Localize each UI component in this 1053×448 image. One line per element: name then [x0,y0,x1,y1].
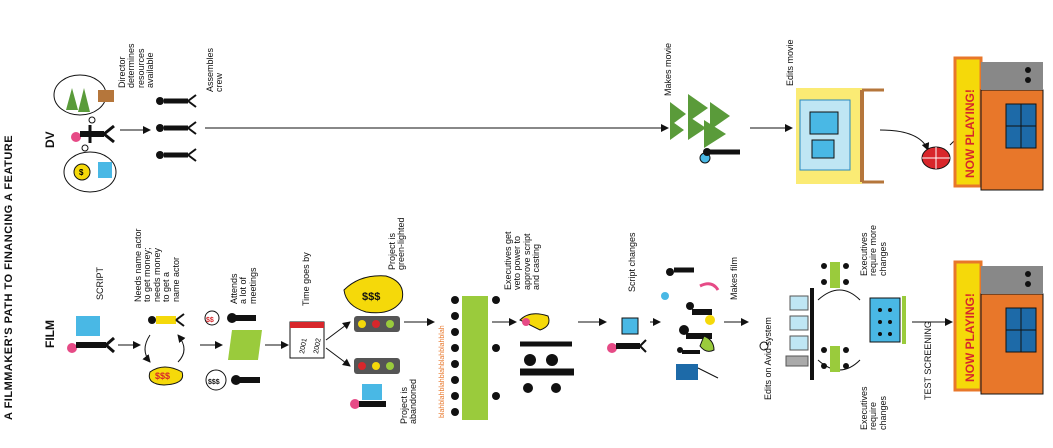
film-meetings-figures: $$ $$$ [204,310,262,391]
film-crew-scene [661,267,720,380]
step-abandoned: Project is abandoned [399,378,419,424]
dv-theater-sign: NOW PLAYING! [953,56,1044,191]
year-2001-label: 2001 [299,338,309,355]
step-edits-avid: Edits on Avid system [763,317,773,400]
film-money-bag-green: $$$ [343,275,404,314]
dv-trees-camera [670,94,740,164]
step-makes-film: Makes film [729,256,739,300]
step-script: SCRIPT [95,266,105,300]
year-2002-label: 2002 [313,338,323,355]
page-title: A FILMMAKER'S PATH TO FINANCING A FEATUR… [3,134,15,420]
step-needs-name-actor: Needs name actor to get money; needs mon… [133,228,181,302]
film-now-playing-label: NOW PLAYING! [963,293,977,382]
traffic-light-green [354,316,400,332]
film-theater-sign: NOW PLAYING! [953,260,1044,395]
step-edits-movie: Edits movie [785,39,795,86]
row-label-dv: DV [43,131,57,148]
step-script-changes: Script changes [627,232,637,292]
film-name-actor-loop: $$$ [142,313,186,386]
step-makes-movie: Makes movie [663,42,673,96]
step-assembles-crew: Assembles crew [205,47,225,92]
script-changes-figure [607,317,647,353]
film-money-thought: $$$ [208,379,220,386]
step-green-lighted: Project is green-lighted [387,217,407,270]
step-attends-meetings: Attends a lot of meetings [229,267,258,304]
film-calendar-icon: 2001 2002 [289,321,325,359]
avid-editing-suite [759,288,814,380]
film-money-bag-1: $$$ [155,371,170,381]
row-label-film: FILM [43,320,57,348]
test-screening-room [869,296,906,344]
step-executives-veto: Executives get veto power to approve scr… [503,231,542,290]
executives-veto [519,313,574,393]
svg-text:$: $ [79,168,84,177]
executives-top-table [821,262,849,288]
boardroom-table: blahblahblahblahblahblahblah [439,296,500,420]
step-executives-require-changes: Executives require changes [859,386,888,430]
step-director-resources: Director determines resources available [117,43,156,88]
step-time-goes-by: Time goes by [301,252,311,306]
dv-film-reel [921,146,951,170]
dv-crew-figures [156,94,197,162]
abandoned-figure [350,384,386,409]
traffic-light-red [354,358,400,374]
dv-editing-desk [796,88,884,184]
film-script-figure [67,316,115,354]
dv-thought-trees [53,74,114,124]
step-test-screening: TEST SCREENING [923,321,933,400]
svg-text:$$: $$ [206,317,214,324]
dv-director-figure [71,124,115,144]
film-money-bag-2: $$$ [362,291,380,303]
blah-text: blahblahblahblahblahblahblah [439,325,446,418]
executives-bottom-table [821,346,849,372]
dv-now-playing-label: NOW PLAYING! [963,89,977,178]
dv-thought-money: $ [63,144,117,193]
step-executives-more-changes: Executives require more changes [859,224,888,276]
